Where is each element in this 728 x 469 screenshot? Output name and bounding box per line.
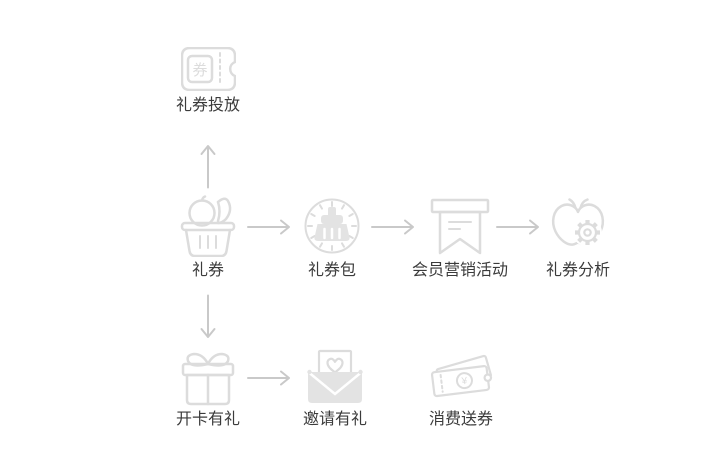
node-label: 礼券投放	[175, 97, 240, 114]
node-coupon[interactable]: 礼券	[143, 195, 273, 281]
arrow-right-icon	[371, 219, 419, 240]
gift-box-icon	[181, 348, 235, 406]
arrow-right-icon	[496, 219, 544, 240]
node-card-opening-gift[interactable]: 开卡有礼	[143, 348, 273, 430]
node-member-marketing-activity[interactable]: 会员营销活动	[395, 195, 525, 281]
arrow-right-icon	[247, 370, 295, 391]
node-label: 消费送券	[428, 411, 493, 428]
coupon-ticket-icon: 券	[180, 46, 236, 92]
apple-gear-icon	[547, 195, 609, 257]
arrow-down-icon	[200, 294, 216, 345]
node-label: 礼券包	[307, 262, 356, 279]
money-tickets-icon: ¥	[428, 348, 494, 406]
arrow-up-icon	[200, 143, 216, 194]
node-label: 开卡有礼	[175, 411, 240, 428]
fruit-basket-icon	[180, 195, 236, 257]
arrow-right-icon	[247, 219, 295, 240]
node-label: 礼券	[191, 262, 224, 279]
svg-text:券: 券	[192, 62, 207, 79]
svg-text:¥: ¥	[460, 376, 468, 388]
node-invitation-gift[interactable]: 邀请有礼	[270, 348, 400, 430]
node-label: 会员营销活动	[411, 262, 508, 279]
banner-ribbon-icon	[429, 195, 491, 257]
node-label: 邀请有礼	[302, 411, 367, 428]
node-purchase-coupon[interactable]: ¥ 消费送券	[396, 348, 526, 430]
gauge-brush-icon	[303, 195, 361, 257]
node-coupon-analysis[interactable]: 礼券分析	[513, 195, 643, 281]
node-coupon-package[interactable]: 礼券包	[267, 195, 397, 281]
envelope-heart-icon	[306, 348, 364, 406]
node-coupon-distribution[interactable]: 券 礼券投放	[143, 46, 273, 116]
node-label: 礼券分析	[545, 262, 610, 279]
